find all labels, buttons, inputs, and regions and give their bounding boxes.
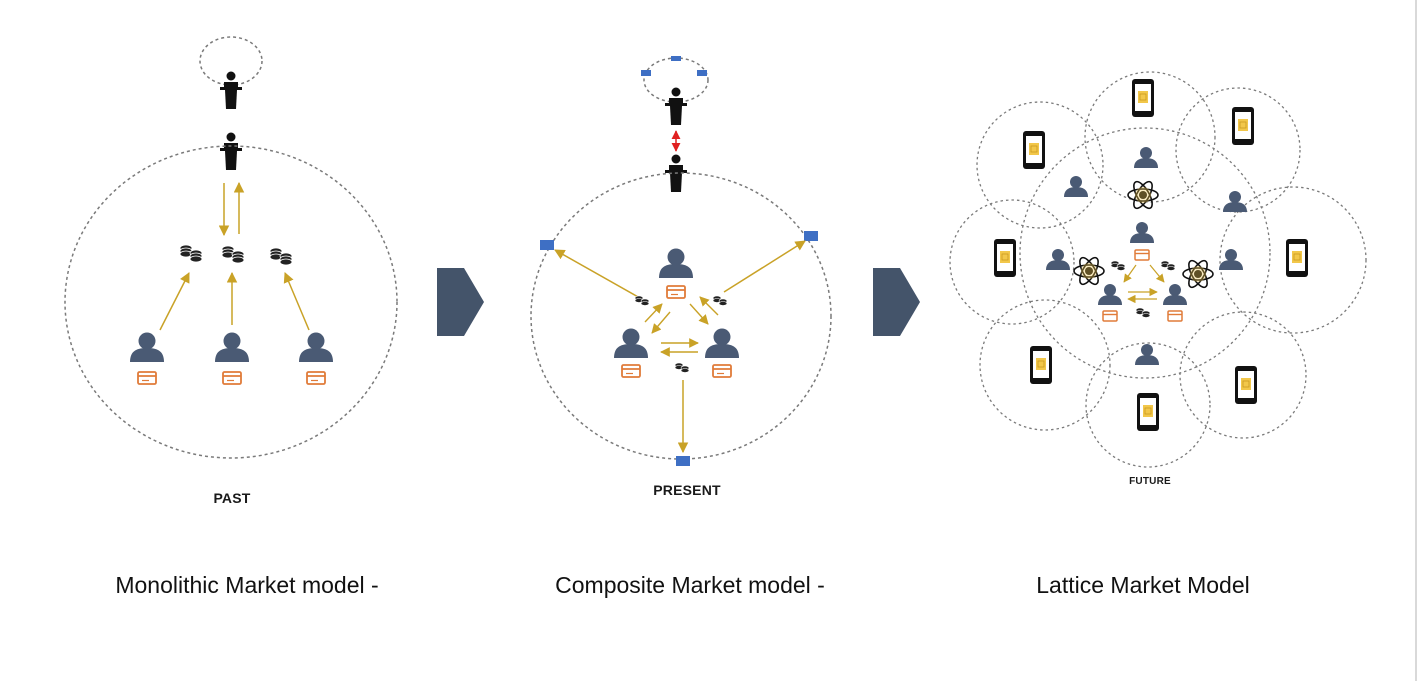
arrow <box>1123 264 1137 283</box>
arrow <box>283 272 310 331</box>
era-label-future: FUTURE <box>1129 476 1171 487</box>
dashed-lattice-cell <box>949 199 1075 325</box>
market-node-icon <box>697 70 707 76</box>
atom-icon <box>1073 254 1105 288</box>
smartphone-icon <box>1285 238 1309 278</box>
credit-card-icon <box>621 364 641 378</box>
coins-icon <box>269 247 293 266</box>
credit-card-icon <box>1102 310 1118 322</box>
credit-card-icon <box>306 371 326 385</box>
panel-past <box>64 36 398 459</box>
person-icon <box>659 248 693 278</box>
smartphone-icon <box>1029 345 1053 385</box>
arrow <box>723 240 806 293</box>
person-icon <box>299 332 333 362</box>
coins-icon <box>221 245 245 264</box>
era-label-present: PRESENT <box>653 482 721 498</box>
podium-speaker-icon <box>220 71 242 109</box>
arrow <box>159 272 190 331</box>
person-icon <box>130 332 164 362</box>
credit-card-icon <box>666 285 686 299</box>
credit-card-icon <box>712 364 732 378</box>
chevron-arrow-icon <box>437 268 484 336</box>
market-node-icon <box>676 456 690 466</box>
credit-card-icon <box>137 371 157 385</box>
coins-icon <box>1160 260 1176 271</box>
right-edge-divider <box>1415 0 1417 681</box>
coins-icon <box>634 295 650 306</box>
podium-speaker-icon <box>220 132 242 170</box>
dashed-market-boundary <box>1019 127 1271 379</box>
panel-future <box>949 71 1367 468</box>
arrow <box>651 311 671 334</box>
dashed-lattice-cell <box>979 299 1111 431</box>
smartphone-icon <box>1234 365 1258 405</box>
person-icon <box>1223 191 1247 212</box>
coins-icon <box>1110 260 1126 271</box>
person-icon <box>1130 222 1154 243</box>
arrow <box>554 249 641 299</box>
person-icon <box>215 332 249 362</box>
person-icon <box>1135 344 1159 365</box>
dashed-market-boundary <box>64 145 398 459</box>
caption-composite: Composite Market model - <box>555 572 825 598</box>
person-icon <box>1163 284 1187 305</box>
market-node-icon <box>641 70 651 76</box>
panel-present <box>530 56 832 466</box>
coins-icon <box>712 295 728 306</box>
person-icon <box>1064 176 1088 197</box>
caption-monolithic: Monolithic Market model - <box>115 572 379 598</box>
smartphone-icon <box>1136 392 1160 432</box>
atom-icon <box>1127 178 1159 212</box>
dashed-market-boundary <box>530 172 832 460</box>
smartphone-icon <box>1022 130 1046 170</box>
coins-icon <box>674 362 690 373</box>
arrow <box>644 303 663 323</box>
dashed-lattice-cell <box>1179 311 1307 439</box>
dashed-lattice-cell <box>976 101 1104 229</box>
person-icon <box>705 328 739 358</box>
dashed-lattice-cell <box>1175 87 1301 213</box>
arrow <box>699 296 719 316</box>
dashed-lattice-cell <box>1219 186 1367 334</box>
smartphone-icon <box>1131 78 1155 118</box>
market-node-icon <box>671 56 681 61</box>
atom-icon <box>1182 257 1214 291</box>
coins-icon <box>1135 307 1151 318</box>
podium-speaker-icon <box>665 87 687 125</box>
smartphone-icon <box>993 238 1017 278</box>
credit-card-icon <box>1167 310 1183 322</box>
person-icon <box>614 328 648 358</box>
arrow <box>1149 264 1165 283</box>
person-icon <box>1046 249 1070 270</box>
caption-lattice: Lattice Market Model <box>1036 572 1250 598</box>
dashed-lattice-cell <box>1084 71 1216 203</box>
dashed-lattice-cell <box>1085 342 1211 468</box>
person-icon <box>1134 147 1158 168</box>
market-node-icon <box>540 240 554 250</box>
credit-card-icon <box>222 371 242 385</box>
coins-icon <box>179 244 203 263</box>
chevron-arrow-icon <box>873 268 920 336</box>
smartphone-icon <box>1231 106 1255 146</box>
market-node-icon <box>804 231 818 241</box>
person-icon <box>1219 249 1243 270</box>
era-label-past: PAST <box>213 490 251 506</box>
arrow <box>689 303 709 325</box>
credit-card-icon <box>1134 249 1150 261</box>
person-icon <box>1098 284 1122 305</box>
